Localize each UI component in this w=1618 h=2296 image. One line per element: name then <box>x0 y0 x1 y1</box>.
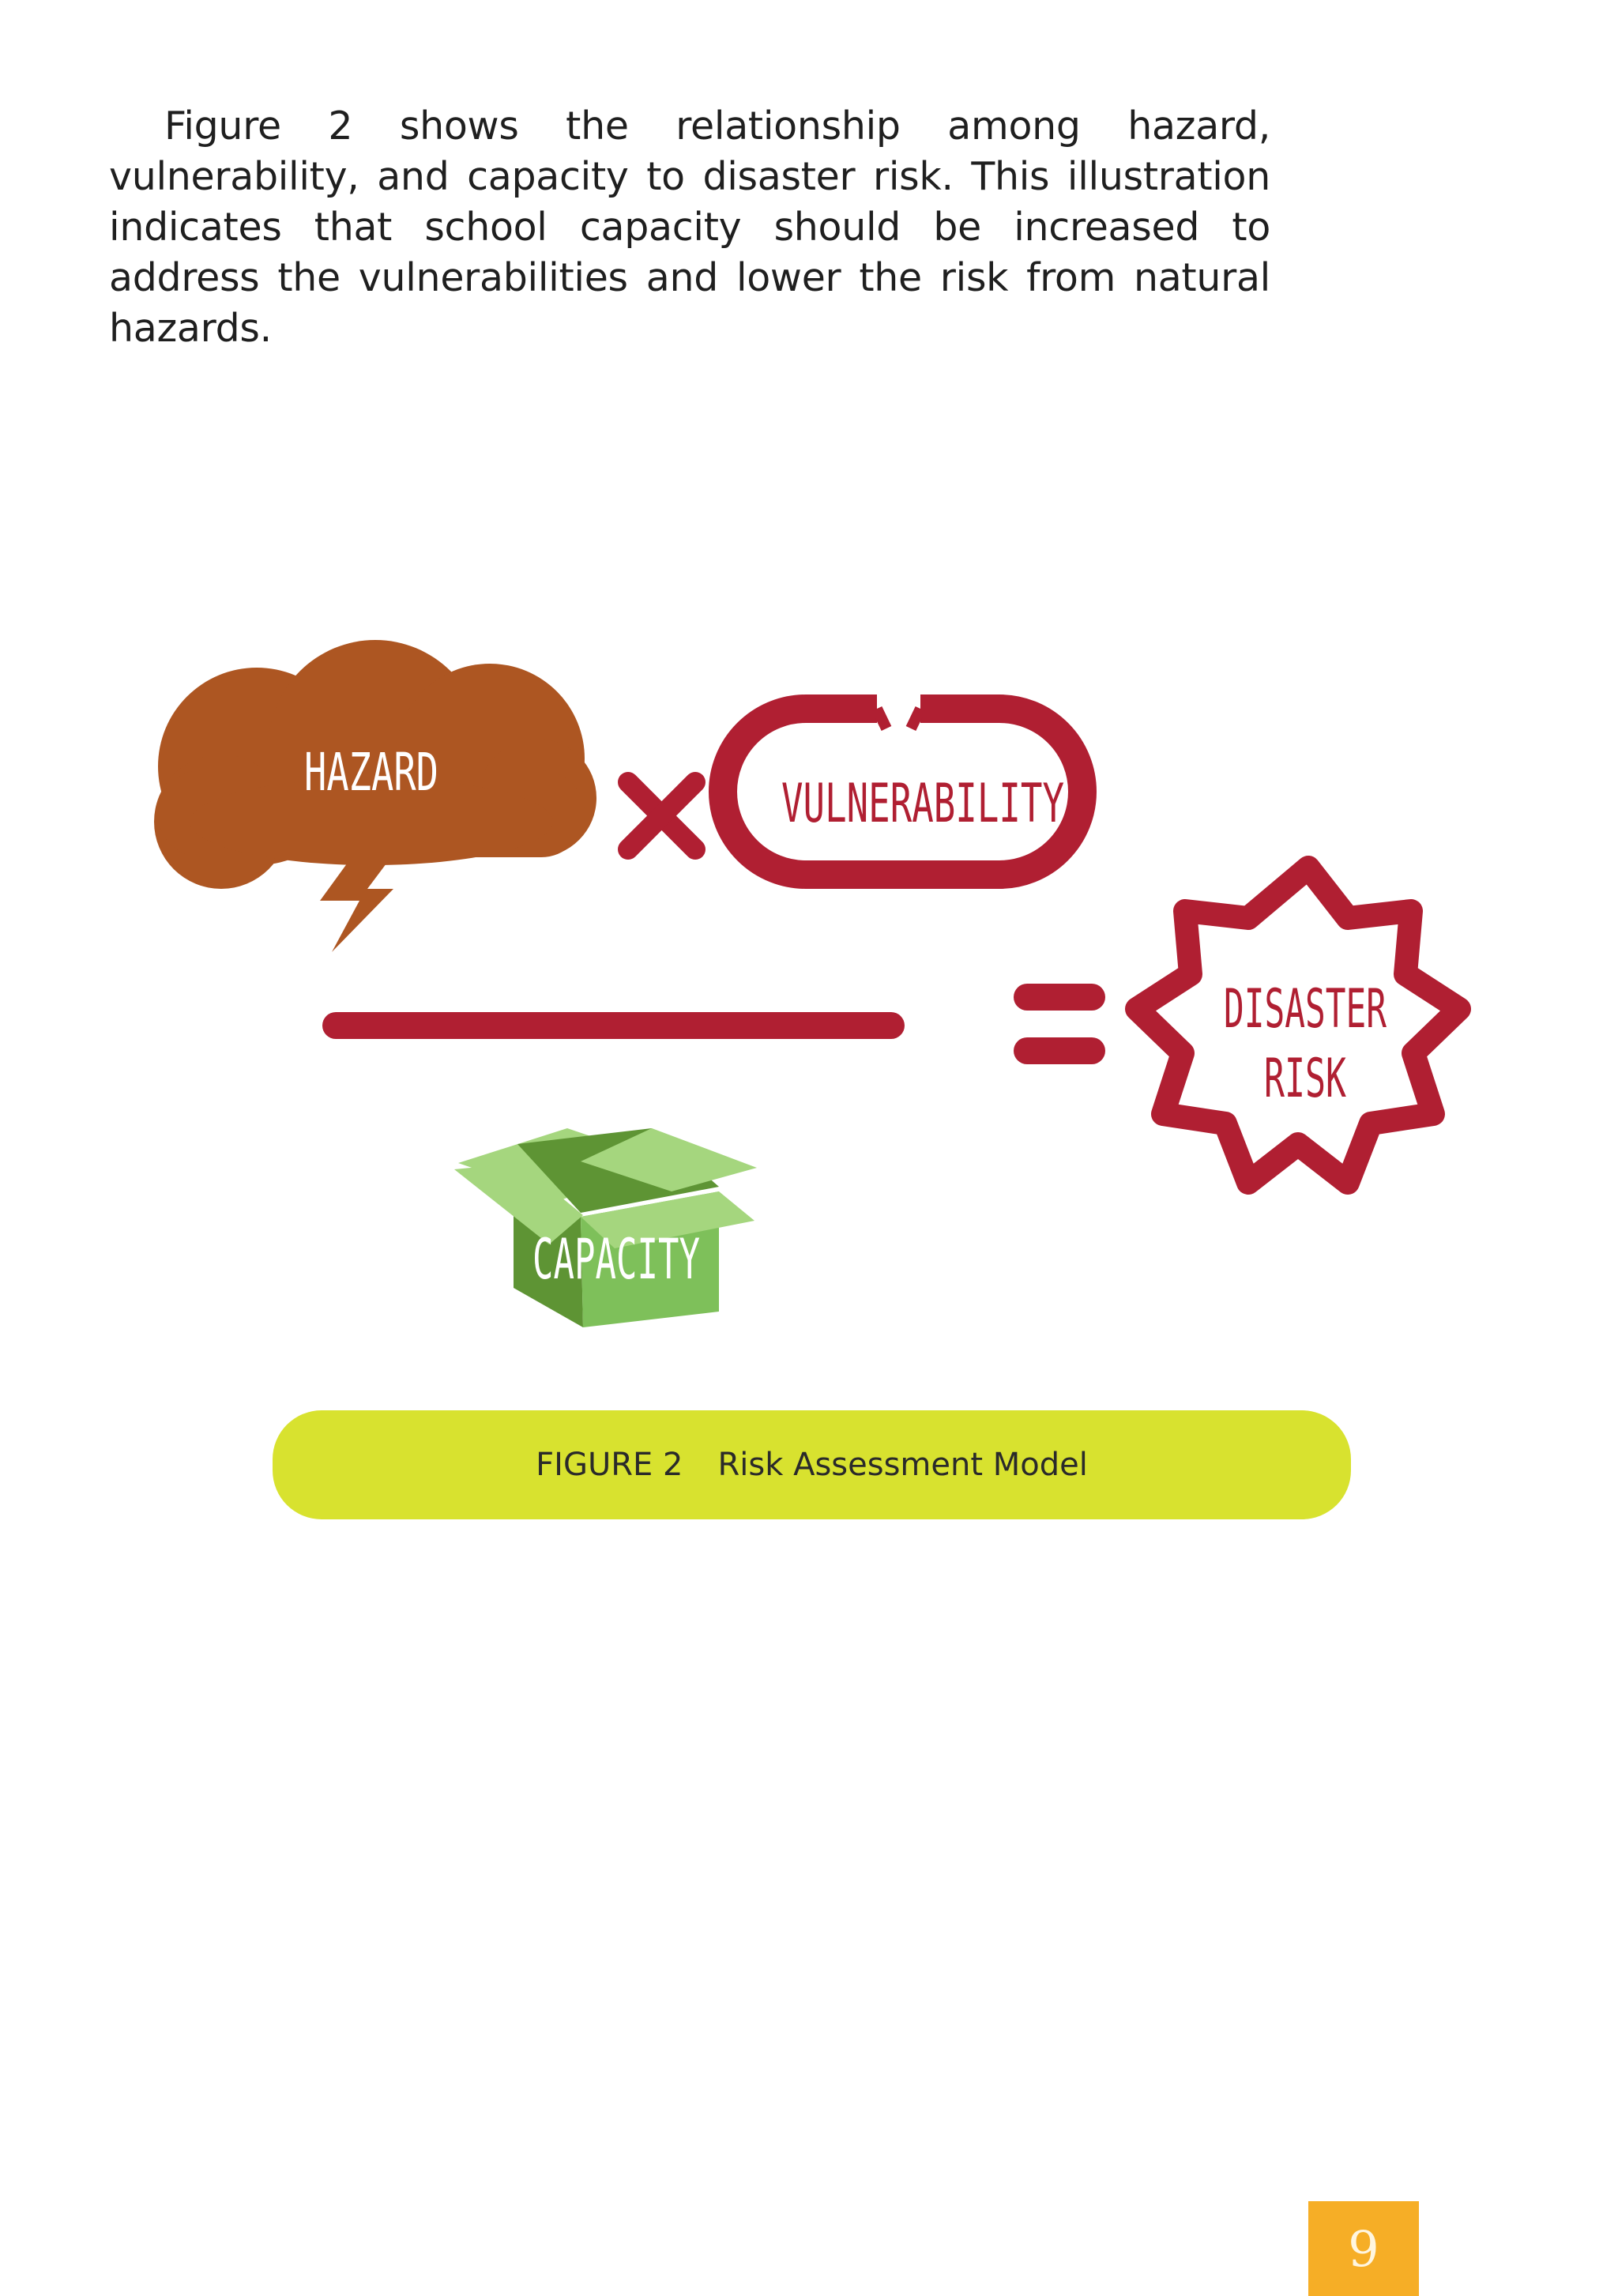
figure-number: FIGURE 2 <box>536 1447 683 1483</box>
disaster-risk-badge-icon <box>1125 856 1471 1195</box>
capacity-label: CAPACITY <box>532 1227 700 1292</box>
intro-paragraph: Figure 2 shows the relationship among ha… <box>109 104 1270 351</box>
capacity-box-icon <box>454 1128 757 1327</box>
figure-caption: FIGURE 2 Risk Assessment Model <box>273 1410 1351 1519</box>
hazard-label: HAZARD <box>304 742 438 803</box>
disaster-risk-label-line2: RISK <box>1264 1048 1346 1110</box>
multiply-sign-icon <box>618 772 706 860</box>
page-number: 9 <box>1348 2219 1379 2278</box>
hazard-cloud-icon <box>154 640 596 952</box>
figure-title: Risk Assessment Model <box>717 1447 1088 1483</box>
lightning-bolt-icon <box>320 857 393 952</box>
vulnerability-label: VULNERABILITY <box>781 773 1064 835</box>
equals-sign-icon <box>1014 984 1105 1064</box>
disaster-risk-label-line1: DISASTER <box>1224 978 1387 1041</box>
vulnerability-chain-icon <box>709 694 1097 889</box>
page-number-badge: 9 <box>1308 2201 1419 2296</box>
